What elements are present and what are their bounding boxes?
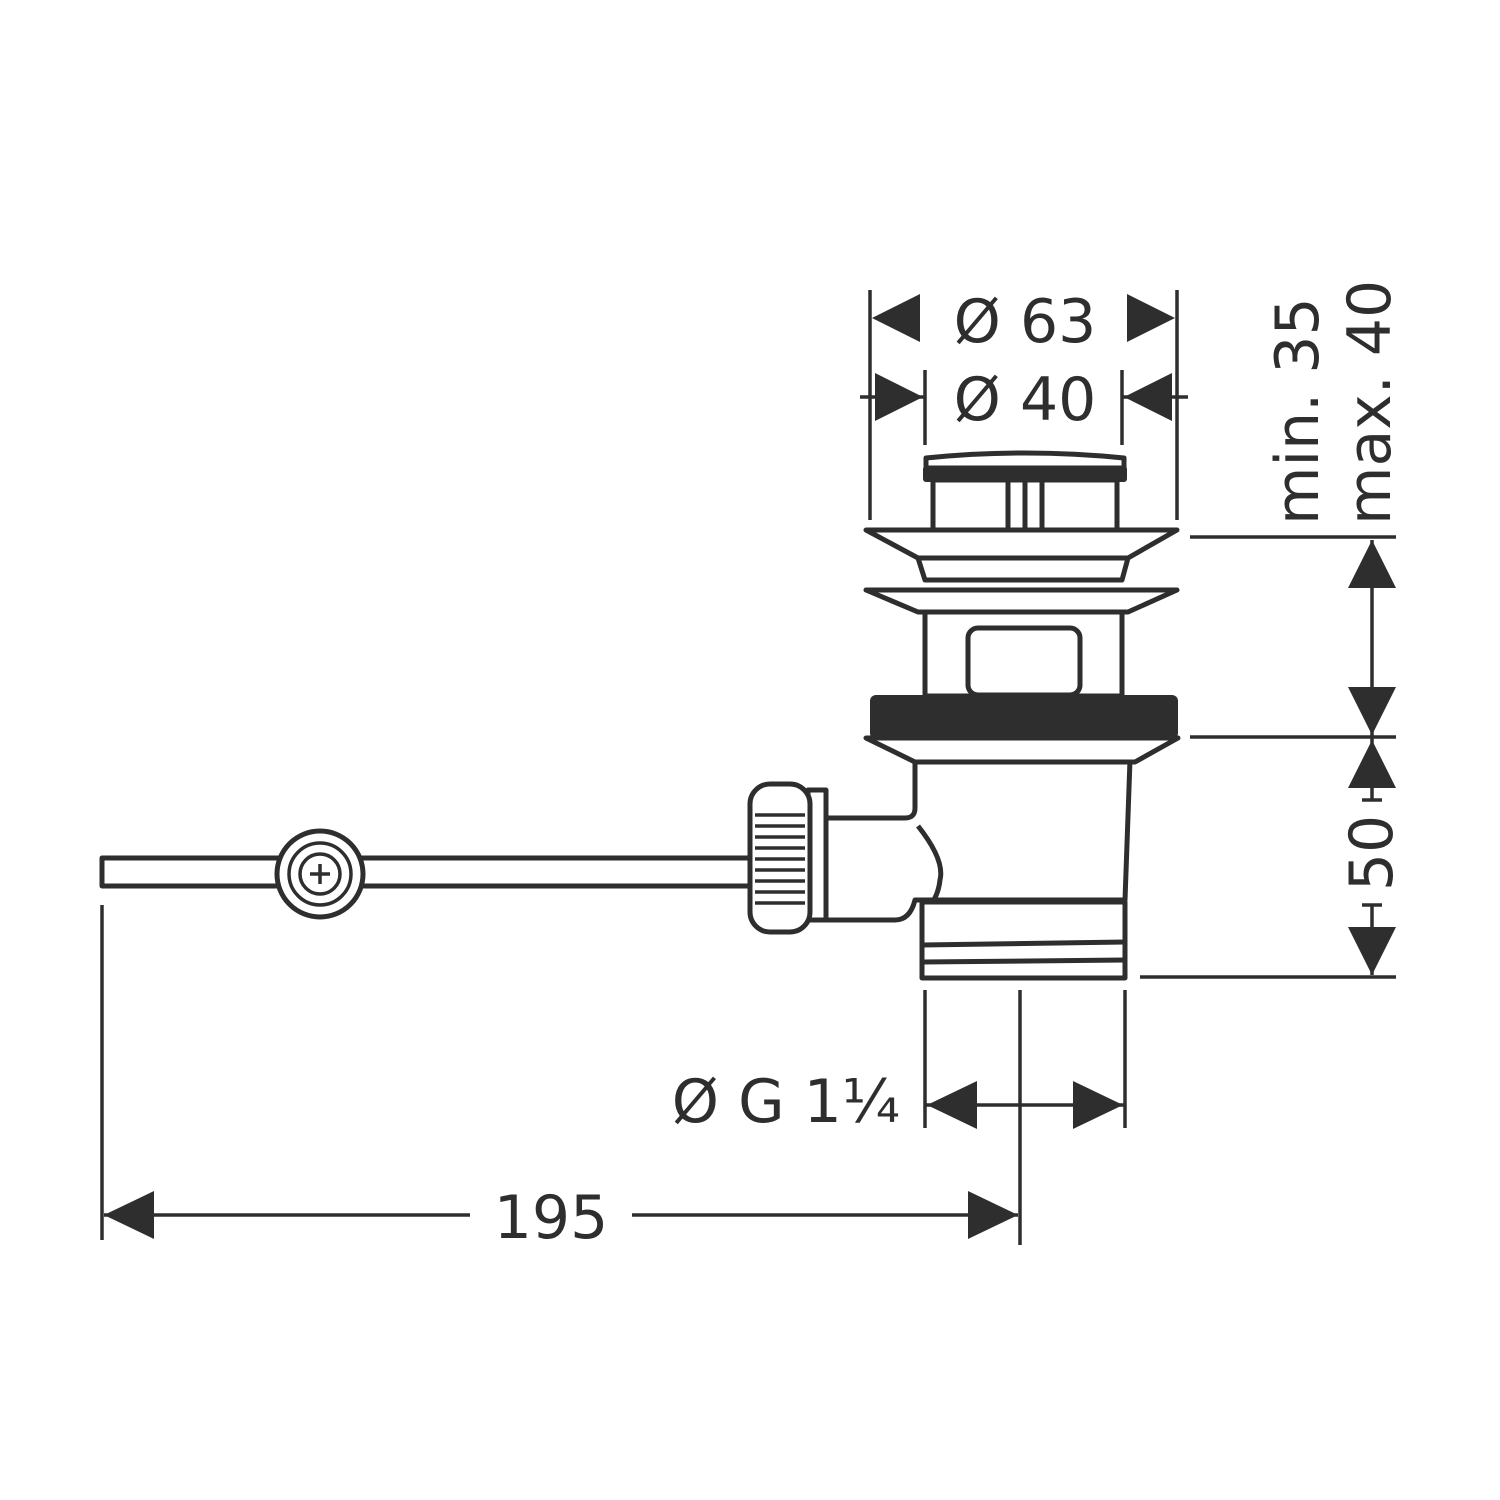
body-height-label: 50 (1337, 815, 1407, 891)
rod-knob (274, 828, 366, 920)
rod-length-label: 195 (494, 1183, 609, 1253)
seal-ring (870, 695, 1178, 739)
flange-diameter-label: Ø 63 (954, 287, 1097, 357)
overflow-window (965, 625, 1083, 698)
dimension-plug-diameter: Ø 40 (860, 365, 1188, 445)
min-thickness-label: min. 35 (1263, 297, 1333, 525)
thread-size-label: Ø G 1¼ (672, 1067, 900, 1137)
plug-diameter-label: Ø 40 (954, 365, 1097, 435)
plug-cap (923, 466, 1127, 482)
dimension-rod-length: 195 (100, 905, 1018, 1253)
pull-rod (99, 855, 755, 889)
knurled-nut (747, 781, 829, 935)
drain-body (817, 450, 1181, 981)
dimension-vertical: 50 min. 35 max. 40 (1140, 280, 1407, 979)
max-thickness-label: max. 40 (1335, 280, 1405, 525)
dimension-flange-diameter: Ø 63 (868, 287, 1179, 520)
dimension-thread: Ø G 1¼ (672, 990, 1127, 1245)
